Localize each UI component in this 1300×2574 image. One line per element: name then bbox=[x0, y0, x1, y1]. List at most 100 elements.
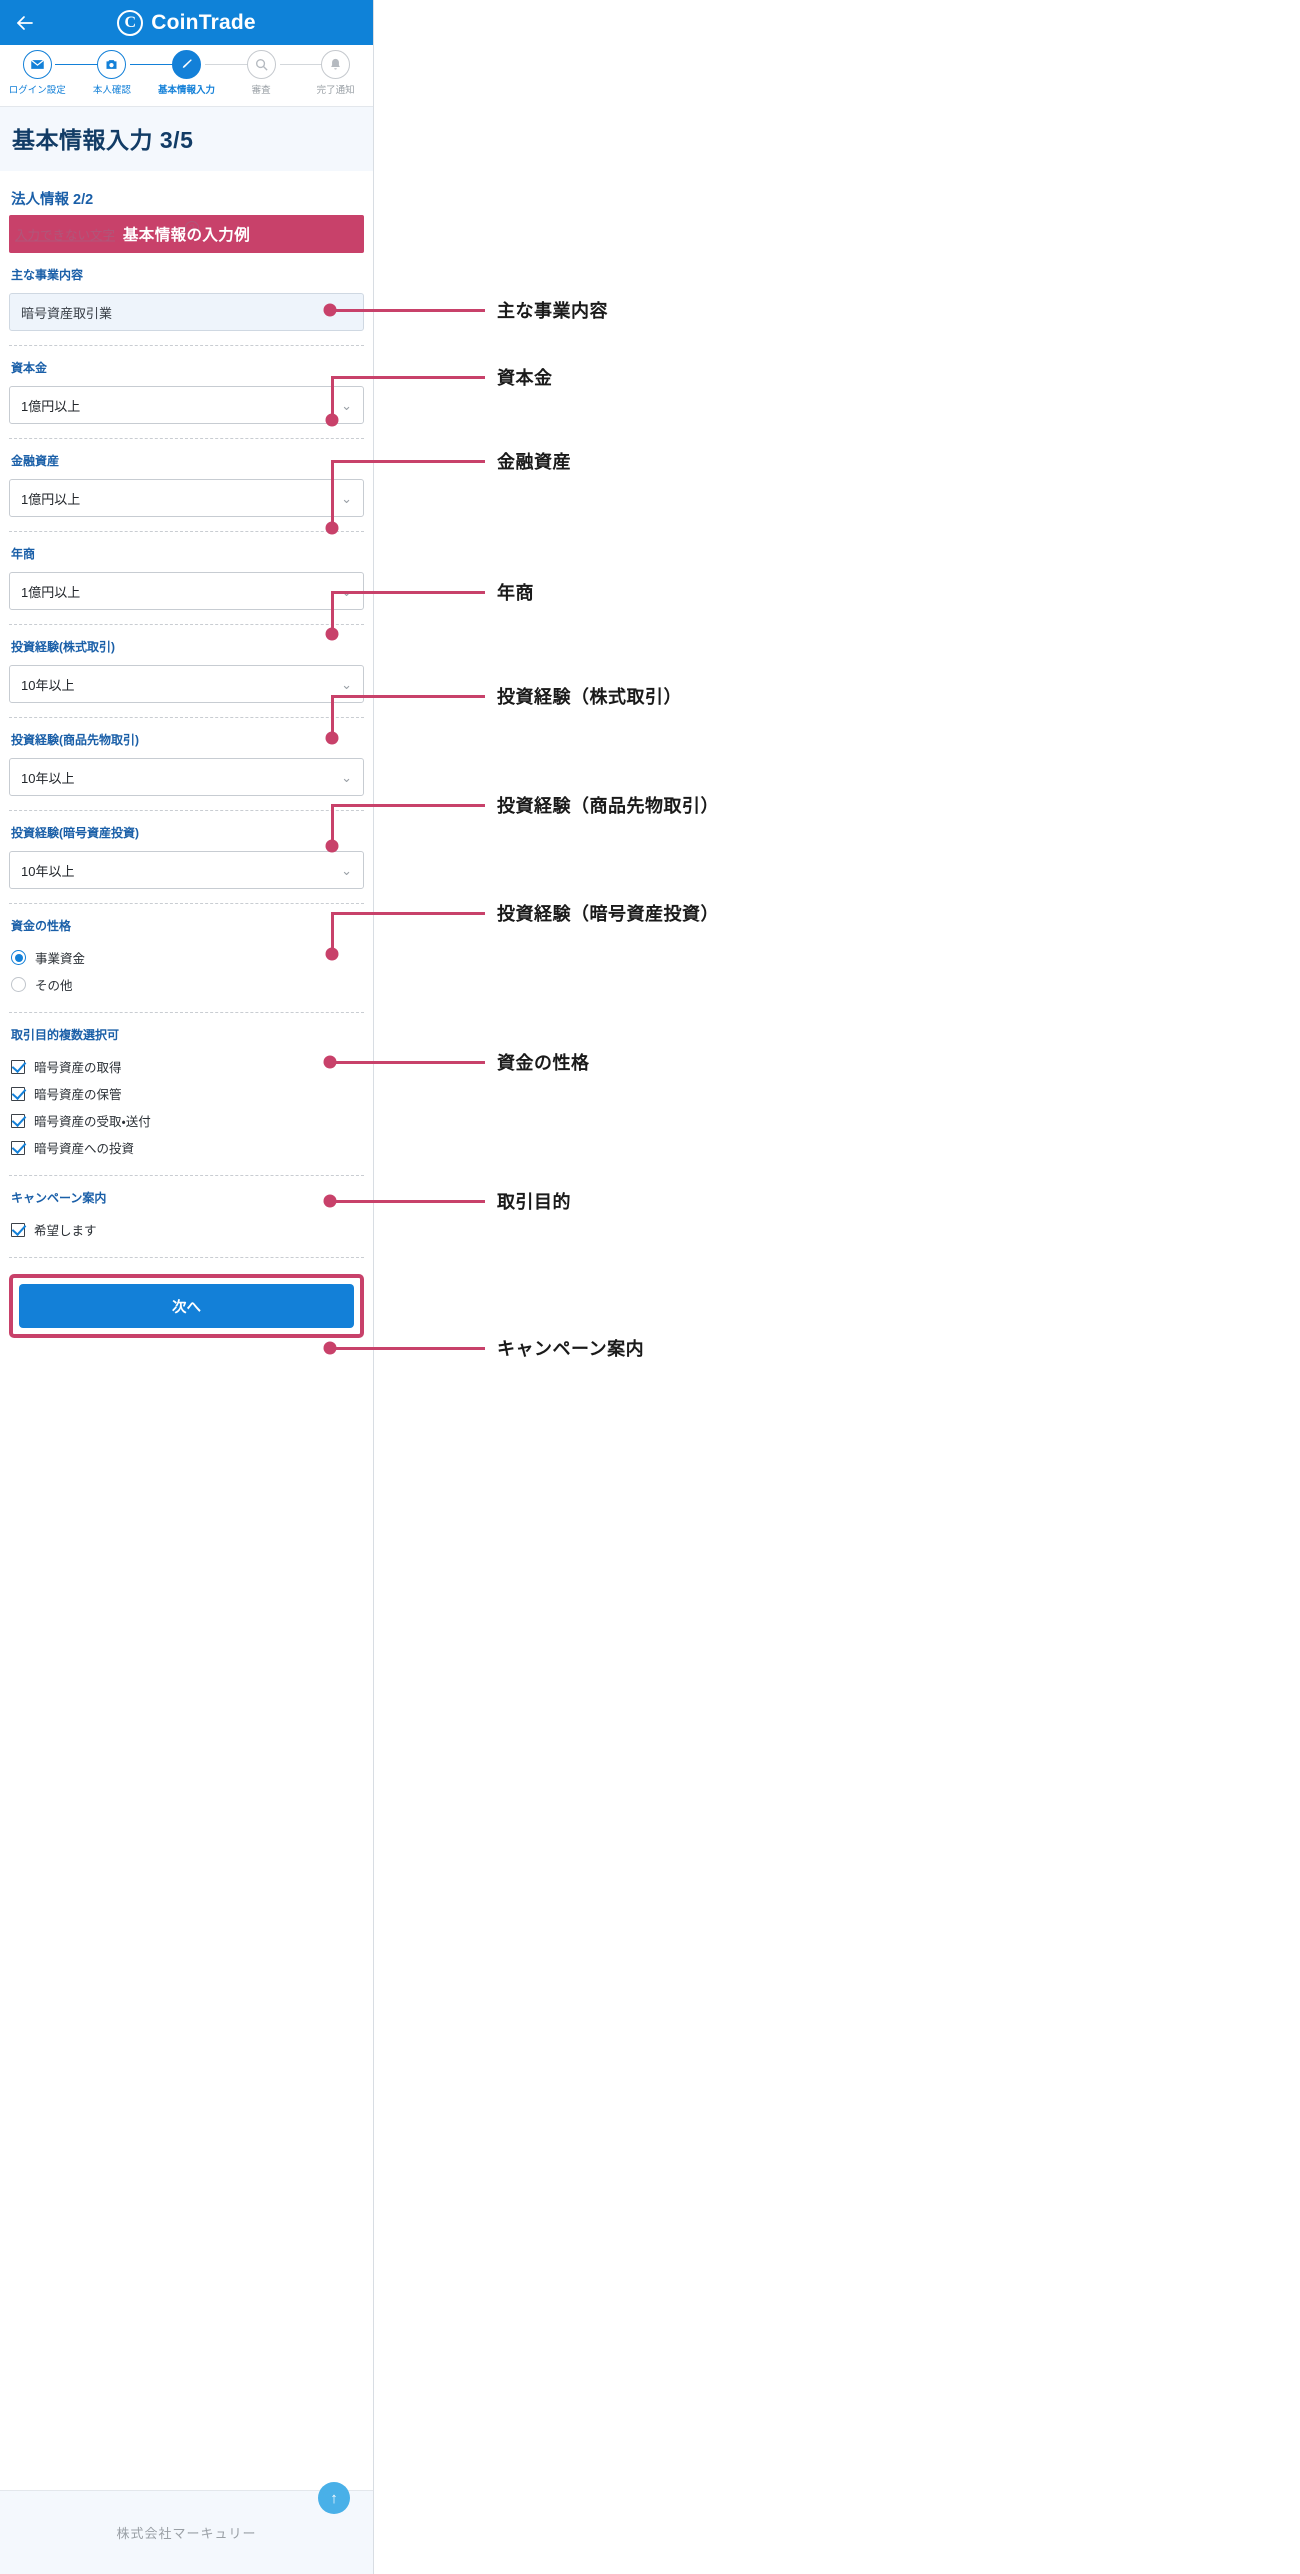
chevron-down-icon: ⌄ bbox=[341, 397, 352, 413]
field-label: キャンペーン案内 bbox=[11, 1191, 107, 1205]
checkbox-option-custody[interactable]: 暗号資産の保管 bbox=[9, 1080, 364, 1107]
option-label: 暗号資産の保管 bbox=[34, 1088, 122, 1102]
page-title: 基本情報入力 3/5 bbox=[12, 127, 194, 153]
field-campaign: キャンペーン案内 希望します bbox=[9, 1176, 364, 1258]
field-label: 投資経験(商品先物取引) bbox=[11, 733, 139, 747]
field-label: 金融資産 bbox=[11, 454, 60, 468]
checkbox-option-campaign-optin[interactable]: 希望します bbox=[9, 1216, 364, 1243]
field-label: 年商 bbox=[11, 547, 36, 561]
field-capital: 資本金 1億円以上 ⌄ bbox=[9, 346, 364, 439]
coin-icon: C bbox=[117, 9, 144, 36]
option-label: その他 bbox=[35, 979, 73, 993]
annotation-label: 投資経験（商品先物取引） bbox=[497, 796, 719, 816]
experience-stock-select[interactable]: 10年以上 ⌄ bbox=[9, 665, 364, 703]
step-label: 本人確認 bbox=[92, 85, 131, 96]
checkbox-option-receive-send[interactable]: 暗号資産の受取・送付 bbox=[9, 1107, 364, 1134]
step-basic-info[interactable]: 基本情報入力 bbox=[149, 50, 224, 96]
mobile-app-frame: C CoinTrade ログイン設定 本人確認 bbox=[0, 0, 374, 2574]
step-completion-notice[interactable]: 完了通知 bbox=[298, 50, 373, 96]
input-example-banner: 入力できない文字 ? 基本情報の入力例 bbox=[9, 215, 364, 253]
next-button[interactable]: 次へ bbox=[19, 1284, 354, 1328]
chevron-down-icon: ⌄ bbox=[341, 490, 352, 506]
annotation-label: 年商 bbox=[497, 583, 534, 603]
chevron-down-icon: ⌄ bbox=[341, 676, 352, 692]
bell-icon bbox=[321, 50, 351, 79]
checkbox-icon[interactable] bbox=[11, 1086, 25, 1101]
field-label: 資金の性格 bbox=[11, 919, 72, 933]
brand-name: CoinTrade bbox=[151, 10, 256, 34]
step-connector-3 bbox=[205, 64, 272, 66]
help-icon[interactable]: ? bbox=[185, 221, 199, 235]
step-connector-4 bbox=[280, 64, 347, 66]
checkbox-option-investment[interactable]: 暗号資産への投資 bbox=[9, 1134, 364, 1161]
select-value: 10年以上 bbox=[21, 863, 75, 879]
submit-zone: 次へ bbox=[9, 1258, 364, 1350]
financial-assets-select[interactable]: 1億円以上 ⌄ bbox=[9, 479, 364, 517]
scroll-to-top-button[interactable]: ↑ bbox=[318, 2482, 350, 2514]
annotation-label: 金融資産 bbox=[497, 452, 571, 472]
select-value: 10年以上 bbox=[21, 677, 75, 693]
unsupported-chars-link[interactable]: 入力できない文字 bbox=[15, 228, 116, 243]
option-label: 希望します bbox=[34, 1224, 97, 1238]
main-business-input[interactable]: 暗号資産取引業 bbox=[9, 293, 364, 331]
chevron-down-icon: ⌄ bbox=[341, 583, 352, 599]
experience-crypto-select[interactable]: 10年以上 ⌄ bbox=[9, 851, 364, 889]
annual-sales-select[interactable]: 1億円以上 ⌄ bbox=[9, 572, 364, 610]
step-login-setting[interactable]: ログイン設定 bbox=[0, 50, 75, 96]
chevron-down-icon: ⌄ bbox=[341, 769, 352, 785]
field-label: 投資経験(暗号資産投資) bbox=[11, 826, 139, 840]
radio-option-other[interactable]: その他 bbox=[9, 971, 364, 998]
app-header: C CoinTrade bbox=[0, 0, 373, 45]
field-experience-stock: 投資経験(株式取引) 10年以上 ⌄ bbox=[9, 625, 364, 718]
search-icon bbox=[246, 50, 276, 79]
option-label: 暗号資産の受取・送付 bbox=[34, 1115, 151, 1129]
step-label: 基本情報入力 bbox=[157, 85, 215, 96]
select-value: 10年以上 bbox=[21, 770, 75, 786]
back-arrow-icon[interactable] bbox=[12, 10, 38, 36]
field-experience-crypto: 投資経験(暗号資産投資) 10年以上 ⌄ bbox=[9, 811, 364, 904]
checkbox-icon[interactable] bbox=[11, 1140, 25, 1155]
brand-logo: C CoinTrade bbox=[117, 9, 256, 36]
radio-icon[interactable] bbox=[11, 950, 26, 965]
checkbox-option-acquire[interactable]: 暗号資産の取得 bbox=[9, 1053, 364, 1080]
checkbox-icon[interactable] bbox=[11, 1222, 25, 1237]
form-body: 法人情報 2/2 入力できない文字 ? 基本情報の入力例 主な事業内容 暗号資産… bbox=[0, 171, 373, 1350]
mail-icon bbox=[22, 50, 52, 79]
field-fund-nature: 資金の性格 事業資金 その他 bbox=[9, 904, 364, 1013]
experience-futures-select[interactable]: 10年以上 ⌄ bbox=[9, 758, 364, 796]
arrow-up-icon: ↑ bbox=[330, 2489, 338, 2507]
field-label: 投資経験(株式取引) bbox=[11, 640, 115, 654]
step-connector-2 bbox=[130, 64, 197, 66]
select-value: 1億円以上 bbox=[21, 491, 81, 507]
checkbox-icon[interactable] bbox=[11, 1113, 25, 1128]
field-annual-sales: 年商 1億円以上 ⌄ bbox=[9, 532, 364, 625]
camera-icon bbox=[97, 50, 127, 79]
option-label: 暗号資産の取得 bbox=[34, 1061, 122, 1075]
capital-select[interactable]: 1億円以上 ⌄ bbox=[9, 386, 364, 424]
annotation-label: 資本金 bbox=[497, 368, 553, 388]
field-label: 取引目的複数選択可 bbox=[11, 1028, 120, 1042]
radio-option-business-fund[interactable]: 事業資金 bbox=[9, 944, 364, 971]
progress-stepper: ログイン設定 本人確認 基本情報入力 審査 bbox=[0, 45, 373, 107]
radio-icon[interactable] bbox=[11, 977, 26, 992]
section-title: 法人情報 2/2 bbox=[11, 192, 94, 208]
annotation-label: 主な事業内容 bbox=[497, 301, 608, 321]
step-label: ログイン設定 bbox=[8, 85, 66, 96]
chevron-down-icon: ⌄ bbox=[341, 862, 352, 878]
field-financial-assets: 金融資産 1億円以上 ⌄ bbox=[9, 439, 364, 532]
step-label: 審査 bbox=[251, 85, 271, 96]
field-main-business: 主な事業内容 暗号資産取引業 bbox=[9, 253, 364, 346]
app-footer: 株式会社マーキュリー bbox=[0, 2490, 373, 2574]
checkbox-icon[interactable] bbox=[11, 1059, 25, 1074]
step-identity-check[interactable]: 本人確認 bbox=[75, 50, 150, 96]
coin-letter: C bbox=[124, 13, 137, 31]
annotation-label: 取引目的 bbox=[497, 1192, 571, 1212]
page-title-band: 基本情報入力 3/5 bbox=[0, 107, 373, 171]
step-review[interactable]: 審査 bbox=[224, 50, 299, 96]
banner-title: 基本情報の入力例 bbox=[122, 227, 251, 244]
field-label: 主な事業内容 bbox=[11, 268, 84, 282]
footer-company-name: 株式会社マーキュリー bbox=[116, 2526, 257, 2541]
annotation-label: キャンペーン案内 bbox=[497, 1339, 645, 1359]
select-value: 1億円以上 bbox=[21, 398, 81, 414]
